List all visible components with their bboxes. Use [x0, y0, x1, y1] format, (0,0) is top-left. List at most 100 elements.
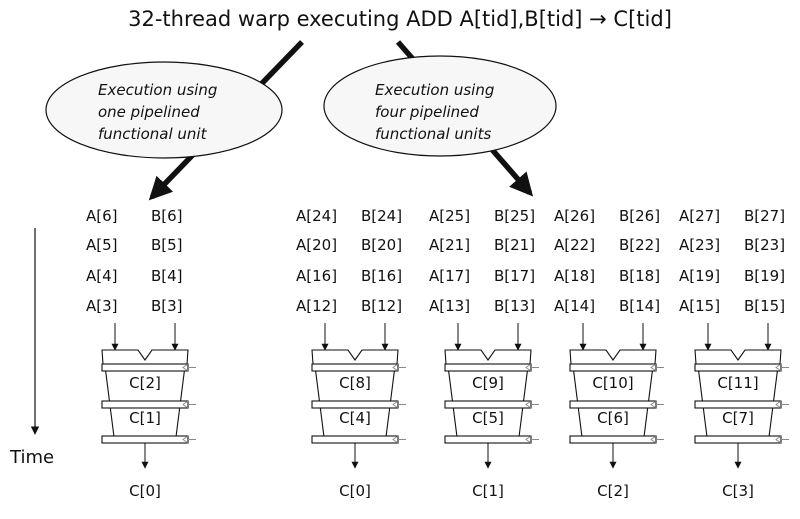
unit-4-output-label: C[3] — [722, 482, 754, 500]
unit-2-clock-mark — [525, 435, 532, 444]
ellipse-four-units — [323, 55, 557, 157]
unit-4-pipeline-register — [694, 400, 782, 409]
single-unit-clock-mark — [182, 400, 189, 409]
unit-3-operand-b: B[14] — [619, 297, 660, 315]
single-unit-stage-label: C[1] — [129, 409, 161, 427]
unit-4-operand-a: A[15] — [679, 297, 720, 315]
unit-4-clock-mark — [775, 400, 782, 409]
unit-1-operand-b: B[24] — [361, 207, 402, 225]
unit-1-pipeline-register — [311, 435, 399, 444]
unit-1-operand-a: A[16] — [296, 267, 337, 285]
unit-3-clock-mark — [650, 363, 657, 372]
single-unit-operand-b: B[6] — [151, 207, 183, 225]
unit-2-operand-b: B[21] — [494, 236, 535, 254]
unit-4-stage-label: C[11] — [717, 374, 758, 392]
unit-2-stage-label: C[5] — [472, 409, 504, 427]
single-unit-operand-b: B[4] — [151, 267, 183, 285]
unit-4-operand-a: A[19] — [679, 267, 720, 285]
single-unit-alu-top — [101, 349, 189, 365]
unit-2-pipeline-register — [444, 435, 532, 444]
single-unit-pipeline-register — [101, 363, 189, 372]
ellipse-one-unit-line-3: functional unit — [98, 125, 208, 143]
unit-1-alu-top — [311, 349, 399, 365]
unit-1-operand-a: A[20] — [296, 236, 337, 254]
single-unit-operand-a: A[5] — [86, 236, 118, 254]
unit-4-stage-label: C[7] — [722, 409, 754, 427]
unit-2-operand-b: B[17] — [494, 267, 535, 285]
single-unit-pipeline-register — [101, 400, 189, 409]
unit-1-stage-label: C[8] — [339, 374, 371, 392]
unit-3-clock-mark — [650, 400, 657, 409]
unit-3-clock-mark — [650, 435, 657, 444]
ellipse-four-units-line-3: functional units — [375, 125, 491, 143]
unit-1-clock-mark — [392, 435, 399, 444]
unit-3-group: A[26]B[26]A[22]B[22]A[18]B[18]A[14]B[14]… — [554, 207, 664, 500]
unit-4-clock-mark — [775, 363, 782, 372]
unit-2-alu-top — [444, 349, 532, 365]
single-unit-clock-mark — [182, 435, 189, 444]
unit-2-stage-label: C[9] — [472, 374, 504, 392]
single-unit-operand-a: A[6] — [86, 207, 118, 225]
single-unit-output-label: C[0] — [129, 482, 161, 500]
unit-4-pipeline-register — [694, 435, 782, 444]
unit-2-pipeline-register — [444, 363, 532, 372]
unit-1-stage-label: C[4] — [339, 409, 371, 427]
single-unit-operand-a: A[4] — [86, 267, 118, 285]
ellipse-four-units-line-2: four pipelined — [375, 103, 479, 121]
unit-4-operand-b: B[15] — [744, 297, 785, 315]
unit-3-stage-label: C[10] — [592, 374, 633, 392]
diagram-title: 32-thread warp executing ADD A[tid],B[ti… — [128, 7, 672, 31]
unit-2-clock-mark — [525, 363, 532, 372]
unit-4-operand-b: B[19] — [744, 267, 785, 285]
single-unit-operand-b: B[3] — [151, 297, 183, 315]
unit-1-pipeline-register — [311, 363, 399, 372]
unit-2-operand-a: A[21] — [429, 236, 470, 254]
unit-1-operand-b: B[12] — [361, 297, 402, 315]
pipelines-group: A[6]B[6]A[5]B[5]A[4]B[4]A[3]B[3]C[2]C[1]… — [86, 207, 789, 500]
unit-3-operand-b: B[22] — [619, 236, 660, 254]
unit-2-operand-b: B[13] — [494, 297, 535, 315]
unit-3-pipeline-register — [569, 435, 657, 444]
unit-1-clock-mark — [392, 400, 399, 409]
unit-1-clock-mark — [392, 363, 399, 372]
ellipse-one-unit-line-2: one pipelined — [98, 103, 200, 121]
unit-3-stage-label: C[6] — [597, 409, 629, 427]
unit-1-output-label: C[0] — [339, 482, 371, 500]
unit-1-pipeline-register — [311, 400, 399, 409]
single-unit-pipeline-register — [101, 435, 189, 444]
unit-4-group: A[27] B[27] A[23] B[23] A[19] B[19] A[15] B[15]… — [679, 207, 789, 500]
unit-1-operand-a: A[12] — [296, 297, 337, 315]
unit-4-pipeline-register — [694, 363, 782, 372]
unit-3-operand-a: A[22] — [554, 236, 595, 254]
unit-3-operand-b: B[18] — [619, 267, 660, 285]
single-unit-operand-a: A[3] — [86, 297, 118, 315]
unit-4-operand-a: A[27] — [679, 207, 720, 225]
single-unit-clock-mark — [182, 363, 189, 372]
unit-1-operand-b: B[16] — [361, 267, 402, 285]
unit-1-group: A[24]B[24]A[20]B[20]A[16]B[16]A[12]B[12]… — [296, 207, 406, 500]
unit-2-operand-a: A[17] — [429, 267, 470, 285]
unit-2-operand-a: A[25] — [429, 207, 470, 225]
unit-2-operand-a: A[13] — [429, 297, 470, 315]
unit-2-output-label: C[1] — [472, 482, 504, 500]
ellipse-one-unit — [45, 61, 283, 159]
single-unit-stage-label: C[2] — [129, 374, 161, 392]
unit-3-operand-b: B[26] — [619, 207, 660, 225]
unit-4-alu-top — [694, 349, 782, 365]
unit-3-output-label: C[2] — [597, 482, 629, 500]
unit-4-operand-b: B[23] — [744, 236, 785, 254]
unit-2-pipeline-register — [444, 400, 532, 409]
unit-3-operand-a: A[26] — [554, 207, 595, 225]
unit-3-pipeline-register — [569, 363, 657, 372]
unit-4-clock-mark — [775, 435, 782, 444]
unit-2-group: A[25] B[25] A[21] B[21] A[17] B[17] A[13] B[13]… — [429, 207, 539, 500]
unit-4-operand-a: A[23] — [679, 236, 720, 254]
unit-3-operand-a: A[18] — [554, 267, 595, 285]
unit-1-operand-b: B[20] — [361, 236, 402, 254]
single-unit-group: A[6]B[6]A[5]B[5]A[4]B[4]A[3]B[3]C[2]C[1]… — [86, 207, 196, 500]
time-label: Time — [9, 447, 54, 468]
unit-2-operand-b: B[25] — [494, 207, 535, 225]
unit-4-operand-b: B[27] — [744, 207, 785, 225]
